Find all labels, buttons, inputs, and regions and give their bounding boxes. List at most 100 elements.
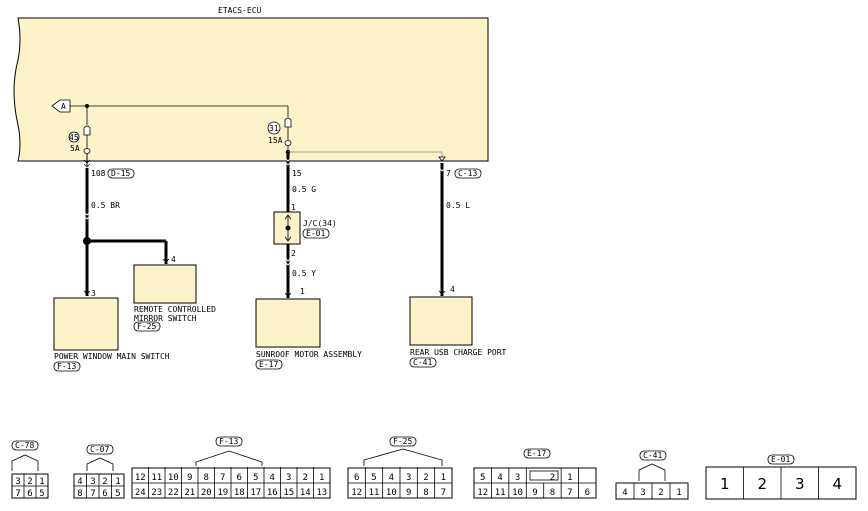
f13-pin: 11 — [151, 473, 162, 483]
usb-circuit: 7 C-13 0.5 L — [438, 156, 482, 296]
f13-pin: 1 — [319, 473, 324, 483]
f25-pin: 6 — [354, 473, 359, 483]
sunroof-conn: E-17 — [259, 360, 278, 369]
c78-pin: 5 — [39, 489, 44, 499]
c41-pin: 3 — [640, 488, 645, 498]
sunroof-pin: 1 — [300, 287, 305, 296]
mirror-conn: F-25 — [137, 322, 156, 331]
c41-pin: 4 — [622, 488, 627, 498]
mirror-name-2: MIRROR SWITCH — [134, 314, 197, 323]
f25-pin: 3 — [406, 473, 411, 483]
pin-108: 108 — [91, 169, 106, 178]
fuse-31-rating: 15A — [268, 136, 283, 145]
wire-0-5-l: 0.5 L — [446, 201, 470, 210]
connector-c78: C-78 3 2 1 7 6 5 — [11, 440, 49, 499]
fuse-45-circuit: 45 5A 108 D-15 0.5 BR — [68, 125, 170, 296]
component-remote-mirror-switch: 4 REMOTE CONTROLLED MIRROR SWITCH F-25 — [133, 255, 216, 332]
e17-pin: 10 — [512, 488, 523, 498]
c78-pin: 6 — [27, 489, 32, 499]
c07-pin: 2 — [102, 477, 107, 487]
ecu-title: ETACS-ECU — [218, 6, 262, 15]
f13-pin: 19 — [217, 488, 228, 498]
e17-pin: 4 — [497, 473, 502, 483]
pw-name: POWER WINDOW MAIN SWITCH — [54, 352, 170, 361]
c78-pin: 7 — [15, 489, 20, 499]
e17-pin: 2 — [550, 473, 555, 483]
fuse-45-number: 45 — [69, 133, 79, 142]
c07-pin: 4 — [77, 477, 82, 487]
f13-pin: 6 — [237, 473, 242, 483]
c41-id: C-41 — [643, 451, 662, 460]
f25-pin: 2 — [423, 473, 428, 483]
c07-pin: 6 — [102, 489, 107, 499]
ecu-body — [13, 17, 489, 162]
e17-pin: 7 — [567, 488, 572, 498]
c07-pin: 7 — [90, 489, 95, 499]
f13-pin: 21 — [184, 488, 195, 498]
f25-pin: 12 — [351, 488, 362, 498]
pin-7: 7 — [446, 169, 451, 178]
sunroof-name: SUNROOF MOTOR ASSEMBLY — [256, 350, 362, 359]
jc-conn-label: E-01 — [306, 229, 325, 238]
e01-pin: 4 — [832, 475, 842, 493]
f13-pin: 7 — [220, 473, 225, 483]
c78-pin: 1 — [39, 477, 44, 487]
usb-name: REAR USB CHARGE PORT — [410, 348, 507, 357]
f25-pin: 9 — [406, 488, 411, 498]
e17-pin: 3 — [515, 473, 520, 483]
f13-pin: 5 — [253, 473, 258, 483]
f25-pin: 1 — [441, 473, 446, 483]
f13-pin: 22 — [168, 488, 179, 498]
f25-pin: 10 — [386, 488, 397, 498]
pw-pin: 3 — [91, 289, 96, 298]
e17-pin: 6 — [585, 488, 590, 498]
wire-0-5-y: 0.5 Y — [292, 269, 316, 278]
component-rear-usb-port: 4 REAR USB CHARGE PORT C-41 — [409, 285, 507, 368]
f13-pin: 9 — [187, 473, 192, 483]
jc-label: J/C(34) — [303, 219, 337, 228]
f13-pin: 23 — [151, 488, 162, 498]
f13-pin: 10 — [168, 473, 179, 483]
e17-id: E-17 — [527, 449, 546, 458]
e01-pin: 1 — [720, 475, 730, 493]
f25-id: F-25 — [393, 437, 412, 446]
junction-connector: 1 J/C(34) E-01 2 0.5 Y — [273, 203, 337, 298]
f13-pin: 12 — [135, 473, 146, 483]
f25-pin: 4 — [389, 473, 394, 483]
etacs-ecu-block: ETACS-ECU A — [13, 6, 489, 162]
c07-pin: 3 — [90, 477, 95, 487]
c07-pin: 1 — [115, 477, 120, 487]
e17-pin: 5 — [480, 473, 485, 483]
usb-conn: C-41 — [413, 358, 432, 367]
f13-pin: 2 — [303, 473, 308, 483]
pw-conn: F-13 — [57, 362, 76, 371]
f25-pin: 7 — [441, 488, 446, 498]
f25-pin: 11 — [369, 488, 380, 498]
c41-pin: 1 — [676, 488, 681, 498]
component-sunroof-motor: 1 SUNROOF MOTOR ASSEMBLY E-17 — [255, 287, 362, 370]
c07-id: C-07 — [90, 445, 109, 454]
usb-pin: 4 — [450, 285, 455, 294]
wire-0-5-g: 0.5 G — [292, 185, 316, 194]
f13-pin: 4 — [270, 473, 275, 483]
c07-pin: 5 — [115, 489, 120, 499]
f13-pin: 20 — [201, 488, 212, 498]
mirror-name-1: REMOTE CONTROLLED — [134, 305, 216, 314]
f13-id: F-13 — [219, 437, 238, 446]
e17-pin: 11 — [495, 488, 506, 498]
e01-pin: 3 — [795, 475, 805, 493]
f13-pin: 8 — [204, 473, 209, 483]
e17-pin: 12 — [477, 488, 488, 498]
e17-pin: 9 — [532, 488, 537, 498]
e17-pin: 1 — [567, 473, 572, 483]
f25-pin: 8 — [423, 488, 428, 498]
f13-pin: 15 — [283, 488, 294, 498]
c78-pin: 2 — [27, 477, 32, 487]
c07-pin: 8 — [77, 489, 82, 499]
f13-pin: 13 — [316, 488, 327, 498]
